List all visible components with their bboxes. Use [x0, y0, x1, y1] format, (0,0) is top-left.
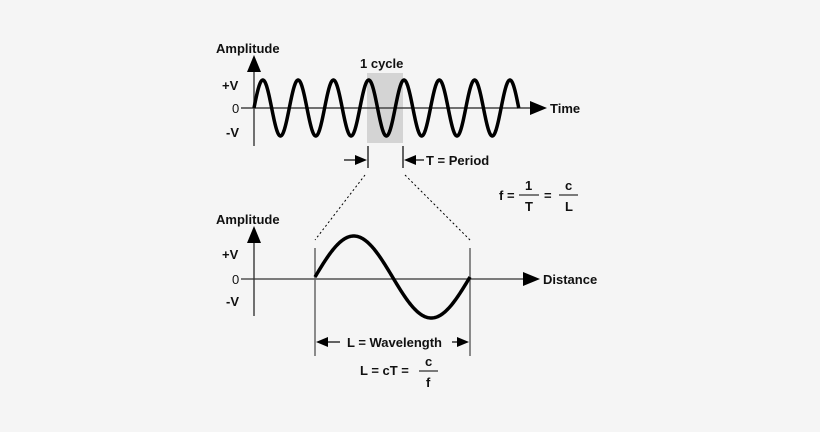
bottom-sine-wave — [313, 234, 472, 320]
top-plot: Amplitude +V 0 -V Time 1 cycle T = Perio… — [216, 41, 580, 168]
zoom-dashed-line-left — [314, 174, 366, 241]
period-marker: T = Period — [344, 146, 489, 168]
bottom-zero-label: 0 — [232, 272, 239, 287]
one-cycle-label: 1 cycle — [360, 56, 403, 71]
frequency-frac2-num: c — [565, 178, 572, 193]
period-label: T = Period — [426, 153, 489, 168]
wavelength-formula-lhs: L = cT = — [360, 363, 409, 378]
bottom-plus-v-label: +V — [222, 247, 239, 262]
wavelength-formula: L = cT = c f — [360, 354, 438, 390]
time-label: Time — [550, 101, 580, 116]
top-zero-label: 0 — [232, 101, 239, 116]
bottom-plot: Amplitude +V 0 -V Distance L = Wavelengt… — [216, 212, 597, 356]
frequency-equals: = — [544, 188, 552, 203]
wavelength-left-arrow-icon — [316, 337, 328, 347]
zoom-dashed-line-right — [404, 174, 471, 241]
period-right-arrow-icon — [404, 155, 416, 165]
top-y-axis-arrow-icon — [247, 55, 261, 72]
bottom-y-axis-arrow-icon — [247, 226, 261, 243]
wavelength-label: L = Wavelength — [347, 335, 442, 350]
frequency-frac2-den: L — [565, 199, 573, 214]
frequency-frac1-den: T — [525, 199, 533, 214]
bottom-minus-v-label: -V — [226, 294, 239, 309]
wavelength-frac-den: f — [426, 375, 431, 390]
wavelength-frac-num: c — [425, 354, 432, 369]
frequency-formula: f = 1 T = c L — [499, 178, 578, 214]
wavelength-marker: L = Wavelength — [316, 335, 469, 350]
top-sine-wave — [252, 78, 521, 138]
bottom-amplitude-label: Amplitude — [216, 212, 280, 227]
top-x-axis-arrow-icon — [530, 101, 547, 115]
wavelength-right-arrow-icon — [457, 337, 469, 347]
top-minus-v-label: -V — [226, 125, 239, 140]
frequency-frac1-num: 1 — [525, 178, 532, 193]
frequency-formula-lhs: f = — [499, 188, 515, 203]
top-amplitude-label: Amplitude — [216, 41, 280, 56]
period-left-arrow-icon — [355, 155, 367, 165]
top-plus-v-label: +V — [222, 78, 239, 93]
distance-label: Distance — [543, 272, 597, 287]
bottom-x-axis-arrow-icon — [523, 272, 540, 286]
